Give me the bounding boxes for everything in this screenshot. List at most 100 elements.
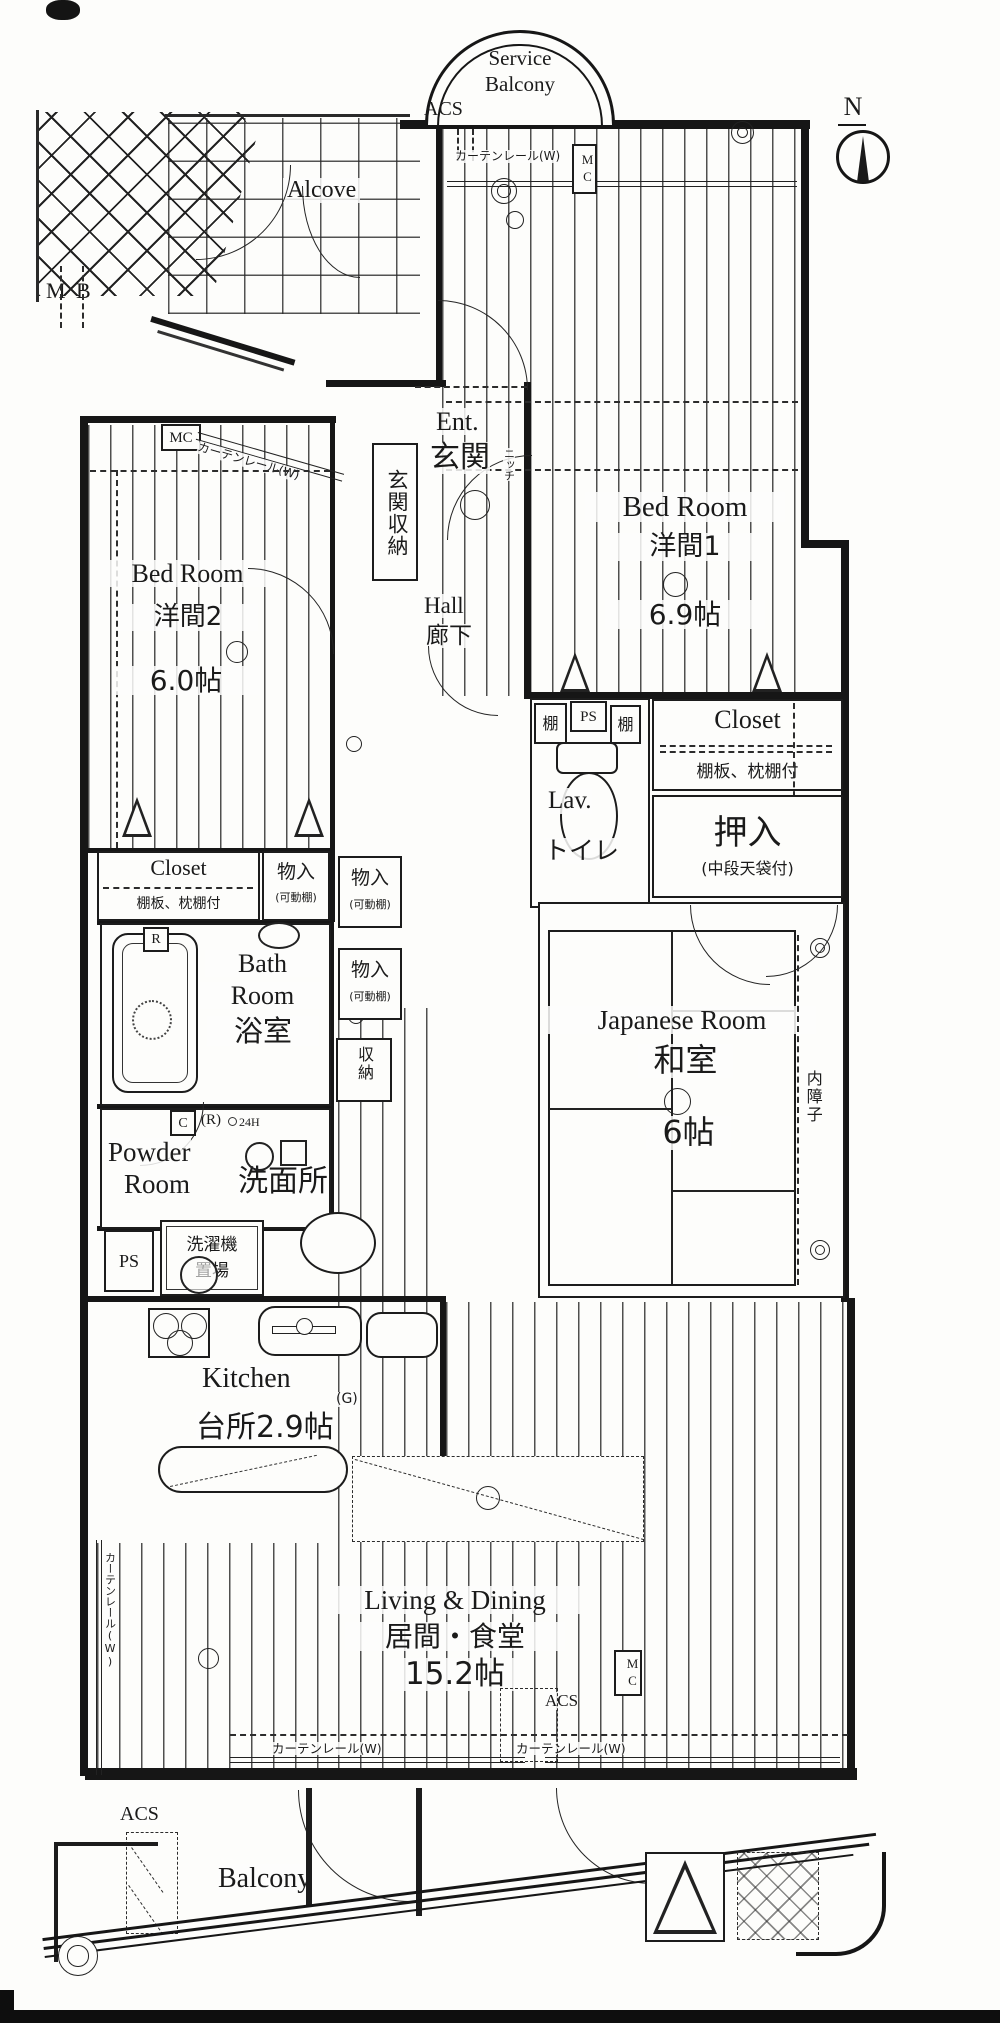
- entrance-label-en: Ent.: [436, 407, 479, 436]
- bedroom1-label-en: Bed Room: [585, 492, 785, 522]
- lavatory-door-arc: [428, 646, 498, 716]
- lavatory-ps-box: PS: [570, 701, 607, 732]
- entrance-niche-label: ニッチ: [502, 448, 516, 481]
- bedroom2-mc-box: MC: [161, 424, 201, 451]
- slant-wall-approach: [150, 316, 296, 366]
- monoire-box-1: 物入 (可動棚): [262, 851, 330, 921]
- shelf-box-2: 棚: [610, 705, 641, 744]
- balcony-post-2: [416, 1788, 422, 1916]
- wall-bedroom2-top: [80, 416, 336, 423]
- closet-left-box: Closet 棚板、枕棚付: [97, 851, 260, 921]
- bathtub-r-chip: R: [143, 927, 169, 952]
- balcony-left-step: [54, 1842, 158, 1846]
- balcony-left-wall: [54, 1842, 58, 1962]
- wall-right-lower: [847, 1298, 855, 1780]
- wall-bedroom1-bottom: [524, 692, 844, 699]
- wall-bedroom1-left-upper: [436, 120, 442, 382]
- acs-bottom-left-label: ACS: [120, 1803, 159, 1825]
- toilet-tank: [556, 742, 618, 774]
- tatami-line-h2: [672, 1190, 794, 1192]
- acs-bottom-right-dashbox: [500, 1688, 558, 1762]
- bedroom1-mc-box: MC: [572, 144, 597, 194]
- service-balcony-label-1: Service: [488, 46, 552, 70]
- scan-bar-bottom: [0, 2010, 1000, 2023]
- basin-square: [280, 1140, 307, 1166]
- closet-right-box: Closet 棚板、枕棚付: [652, 699, 843, 791]
- balcony-door-arc-1: [298, 1790, 410, 1902]
- stove-box: [148, 1308, 210, 1358]
- bedroom2-dash-left: [116, 470, 118, 848]
- living-curtain-rail-1: [230, 1757, 525, 1763]
- acs-top-dash-2: [472, 129, 474, 161]
- balcony-label: Balcony: [218, 1863, 312, 1894]
- wall-alcove-top: [165, 114, 410, 117]
- bedroom1-curtain-rail: [447, 181, 797, 187]
- powder-24h-label: 24H: [239, 1115, 260, 1129]
- japanese-room-label-en: Japanese Room: [548, 1006, 816, 1034]
- scan-bar-corner: [0, 1990, 14, 2023]
- vent-circle-topright: [731, 121, 754, 144]
- bedroom1-dot: [506, 211, 524, 229]
- wall-kitchen-right: [440, 1296, 446, 1456]
- living-curtain-dash: [230, 1734, 848, 1736]
- bedroom2-label-size: 6.0帖: [112, 666, 260, 695]
- closet-right-note: 棚板、枕棚付: [696, 762, 799, 782]
- closet-left-label: Closet: [150, 855, 207, 880]
- sink-faucet-circle: [296, 1318, 313, 1335]
- living-curtain-label-2: カーテンレール(W): [516, 1741, 626, 1756]
- shuno-box: 収納: [336, 1038, 392, 1102]
- corridor-oval: [300, 1212, 376, 1274]
- kitchen-label-jp: 台所2.9帖: [196, 1410, 334, 1445]
- living-mc-box: MC: [614, 1650, 642, 1696]
- powder-label-jp: 洗面所: [238, 1164, 328, 1199]
- living-light-2: [198, 1648, 219, 1669]
- meter-box-dash-1: [60, 266, 62, 328]
- wall-bedroom1-left-lower: [524, 382, 531, 698]
- scan-blob: [46, 0, 80, 20]
- wall-entrance-top: [326, 380, 446, 387]
- bath-label-en2: Room: [200, 982, 325, 1009]
- closet-left-note: 棚板、枕棚付: [136, 896, 221, 912]
- kitchen-gas-label: (G): [336, 1391, 358, 1407]
- shoji-dash: [797, 935, 799, 1285]
- wall-right-step: [801, 540, 849, 548]
- bedroom2-dash: [90, 470, 330, 472]
- bathtub-drain: [132, 1000, 172, 1040]
- service-balcony-label-2: Balcony: [485, 72, 555, 96]
- bedroom1-light: [663, 572, 688, 597]
- lavatory-label-en: Lav.: [548, 787, 592, 815]
- bedroom1-door-triangle-2: [752, 652, 782, 692]
- kitchen-counter-island: [158, 1446, 348, 1493]
- wall-corridor-left: [36, 110, 39, 302]
- japanese-room-light: [664, 1088, 691, 1115]
- powder-24h-dot: [228, 1117, 237, 1126]
- bedroom1-label-jp: 洋間1: [610, 532, 760, 562]
- japanese-room-label-jp: 和室: [638, 1043, 733, 1078]
- meter-box-dash-2: [82, 266, 84, 328]
- shoji-label: 内障子: [803, 1070, 823, 1124]
- monoire-box-3: 物入 (可動棚): [338, 948, 402, 1020]
- living-label-jp: 居間・食堂: [345, 1622, 565, 1651]
- monoire-2-label: 物入: [350, 867, 389, 889]
- kitchen-label-en: Kitchen: [202, 1363, 291, 1394]
- wall-bottom: [85, 1768, 857, 1780]
- wall-right-upper: [801, 120, 809, 548]
- bedroom2-label-en: Bed Room: [100, 560, 275, 587]
- balcony-drain: [58, 1936, 98, 1976]
- acs-top-dash-1: [457, 129, 459, 161]
- basin-circle: [245, 1142, 274, 1171]
- compass-underline: [838, 124, 866, 126]
- closet-right-label: Closet: [714, 705, 781, 734]
- entry-step-dash: [415, 386, 527, 388]
- shoji-dot-2: [810, 1240, 830, 1260]
- hall-dot-1: [346, 736, 362, 752]
- meter-box-m: M: [46, 278, 66, 303]
- oshiire-box: 押入 (中段天袋付): [652, 795, 843, 898]
- wall-bath-top: [97, 920, 334, 925]
- closet-right-divider-2: [660, 751, 832, 755]
- monoire-box-2: 物入 (可動棚): [338, 856, 402, 928]
- shoji-dot-1: [810, 938, 830, 958]
- wall-left: [80, 416, 88, 1776]
- living-left-window-rail: [96, 1540, 102, 1775]
- living-curtain-rail-2: [545, 1757, 840, 1763]
